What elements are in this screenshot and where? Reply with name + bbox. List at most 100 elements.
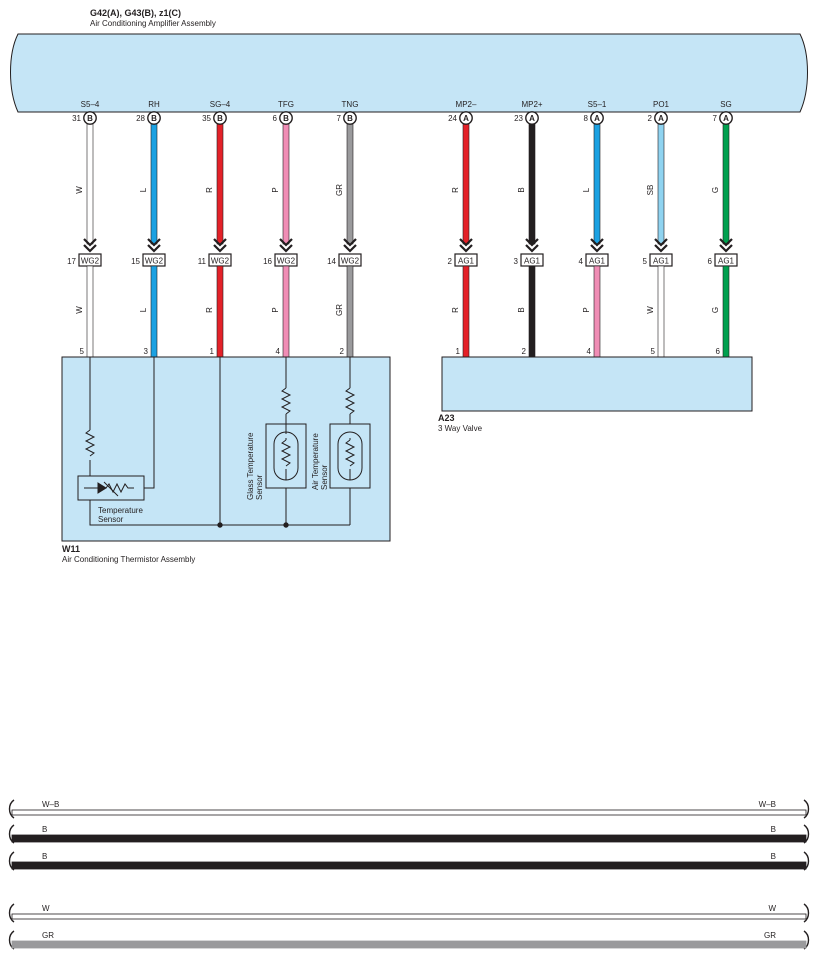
junction-connector-label: AG1	[718, 257, 735, 266]
junction-pin-number: 16	[263, 257, 272, 266]
junction-pin-number: 2	[448, 257, 453, 266]
amplifier-name: Air Conditioning Amplifier Assembly	[90, 19, 216, 28]
connector-letter: B	[151, 114, 157, 123]
bus-line-3	[11, 913, 807, 920]
junction-chevron	[719, 238, 733, 253]
glass-sensor-label-2: Sensor	[255, 474, 264, 500]
wire-upper-3	[282, 123, 290, 245]
bus-label-right: W–B	[759, 800, 776, 809]
connector-letter-circle	[147, 111, 161, 125]
bus-label-left: W–B	[42, 800, 59, 809]
bus-break-left	[8, 903, 15, 923]
bus-line-1	[11, 834, 807, 843]
junction-pin-number: 14	[327, 257, 336, 266]
air-sensor-label-1: Air Temperature	[311, 433, 320, 490]
amplifier-pin-number: 7	[713, 114, 718, 123]
wire-color-code: G	[711, 187, 720, 193]
thermistor-assembly-body	[61, 356, 391, 542]
wire-color-code: B	[517, 187, 526, 192]
wire-color-code-lower: GR	[335, 304, 344, 316]
bus-label-left: B	[42, 852, 47, 861]
wire-color-code-lower: R	[205, 307, 214, 313]
wire-color-code-lower: R	[451, 307, 460, 313]
component-pin-number: 3	[144, 347, 149, 356]
junction-connector-label: AG1	[458, 257, 475, 266]
thermistor-name: Air Conditioning Thermistor Assembly	[62, 555, 195, 564]
resistor-tng	[344, 387, 356, 415]
wire-color-code-lower: P	[271, 307, 280, 312]
amplifier-pin-number: 28	[136, 114, 145, 123]
wire-lower-3	[282, 265, 290, 358]
amplifier-pin-number: 23	[514, 114, 523, 123]
amplifier-pin-number: 24	[448, 114, 457, 123]
thermistor-symbol	[105, 482, 134, 494]
amplifier-pin-number: 31	[72, 114, 81, 123]
wire-lower-5	[462, 265, 470, 358]
amplifier-terminal-label: RH	[148, 100, 160, 109]
wire-harness-group: S5–4B31WWG217W5S5VRHB28LWG215L3RHSG–4B35…	[67, 100, 738, 373]
wire-upper-6	[528, 123, 536, 245]
amplifier-terminal-label: MP2–	[456, 100, 477, 109]
amplifier-terminal-label: MP2+	[521, 100, 542, 109]
junction-connector-label: WG2	[211, 257, 230, 266]
wire-lower-9	[722, 265, 730, 358]
amplifier-pin-number: 8	[584, 114, 589, 123]
junction-connector-label: AG1	[653, 257, 670, 266]
amplifier-pin-number: 35	[202, 114, 211, 123]
wire-lower-4	[346, 265, 354, 358]
bus-label-right: GR	[764, 931, 776, 940]
connector-letter: A	[594, 114, 600, 123]
connector-letter-circle	[719, 111, 733, 125]
bus-lines-group: W–B W–B B B B B W W GR GR	[8, 799, 810, 950]
valve-code: A23	[438, 413, 455, 423]
component-pin-number: 5	[80, 347, 85, 356]
bus-label-right: B	[771, 852, 776, 861]
three-way-valve-body	[441, 356, 753, 412]
junction-chevron	[654, 238, 668, 253]
amplifier-terminal-label: S5–1	[588, 100, 607, 109]
bus-break-left	[8, 799, 15, 819]
bus-label-right: W	[768, 904, 776, 913]
wire-color-code: GR	[335, 184, 344, 196]
wire-lower-2	[216, 265, 224, 358]
junction-chevron	[343, 238, 357, 253]
valve-name: 3 Way Valve	[438, 424, 483, 433]
connector-letter-circle	[83, 111, 97, 125]
connector-letter: A	[463, 114, 469, 123]
connector-letter: A	[658, 114, 664, 123]
bus-break-right	[803, 903, 810, 923]
junction-chevron	[525, 238, 539, 253]
wire-color-code: W	[75, 186, 84, 194]
wire-upper-0	[86, 123, 94, 245]
wire-color-code-lower: L	[139, 307, 148, 312]
component-pin-number: 1	[210, 347, 215, 356]
amplifier-pin-number: 2	[648, 114, 653, 123]
amplifier-code: G42(A), G43(B), z1(C)	[90, 8, 181, 18]
temperature-sensor-box	[77, 475, 145, 501]
junction-connector-label: WG2	[277, 257, 296, 266]
wire-lower-7	[593, 265, 601, 358]
thermistor-code: W11	[62, 544, 80, 554]
air-sensor-label-2: Sensor	[320, 464, 329, 490]
wire-upper-4	[346, 123, 354, 245]
junction-chevron	[83, 238, 97, 253]
wire-upper-8	[657, 123, 665, 245]
wire-lower-8	[657, 265, 665, 358]
wire-upper-9	[722, 123, 730, 245]
bus-label-right: B	[771, 825, 776, 834]
component-pin-number: 4	[587, 347, 592, 356]
bus-label-left: B	[42, 825, 47, 834]
amplifier-terminal-label: PO1	[653, 100, 670, 109]
bus-label-left: W	[42, 904, 50, 913]
wire-color-code: L	[139, 187, 148, 192]
bus-break-right	[803, 799, 810, 819]
amplifier-terminal-label: S5–4	[81, 100, 100, 109]
amplifier-terminal-label: TNG	[342, 100, 359, 109]
connector-letter: B	[217, 114, 223, 123]
amplifier-terminal-label: SG	[720, 100, 732, 109]
wire-upper-2	[216, 123, 224, 245]
wire-color-code: R	[451, 187, 460, 193]
bus-label-left: GR	[42, 931, 54, 940]
component-pin-number: 2	[522, 347, 527, 356]
